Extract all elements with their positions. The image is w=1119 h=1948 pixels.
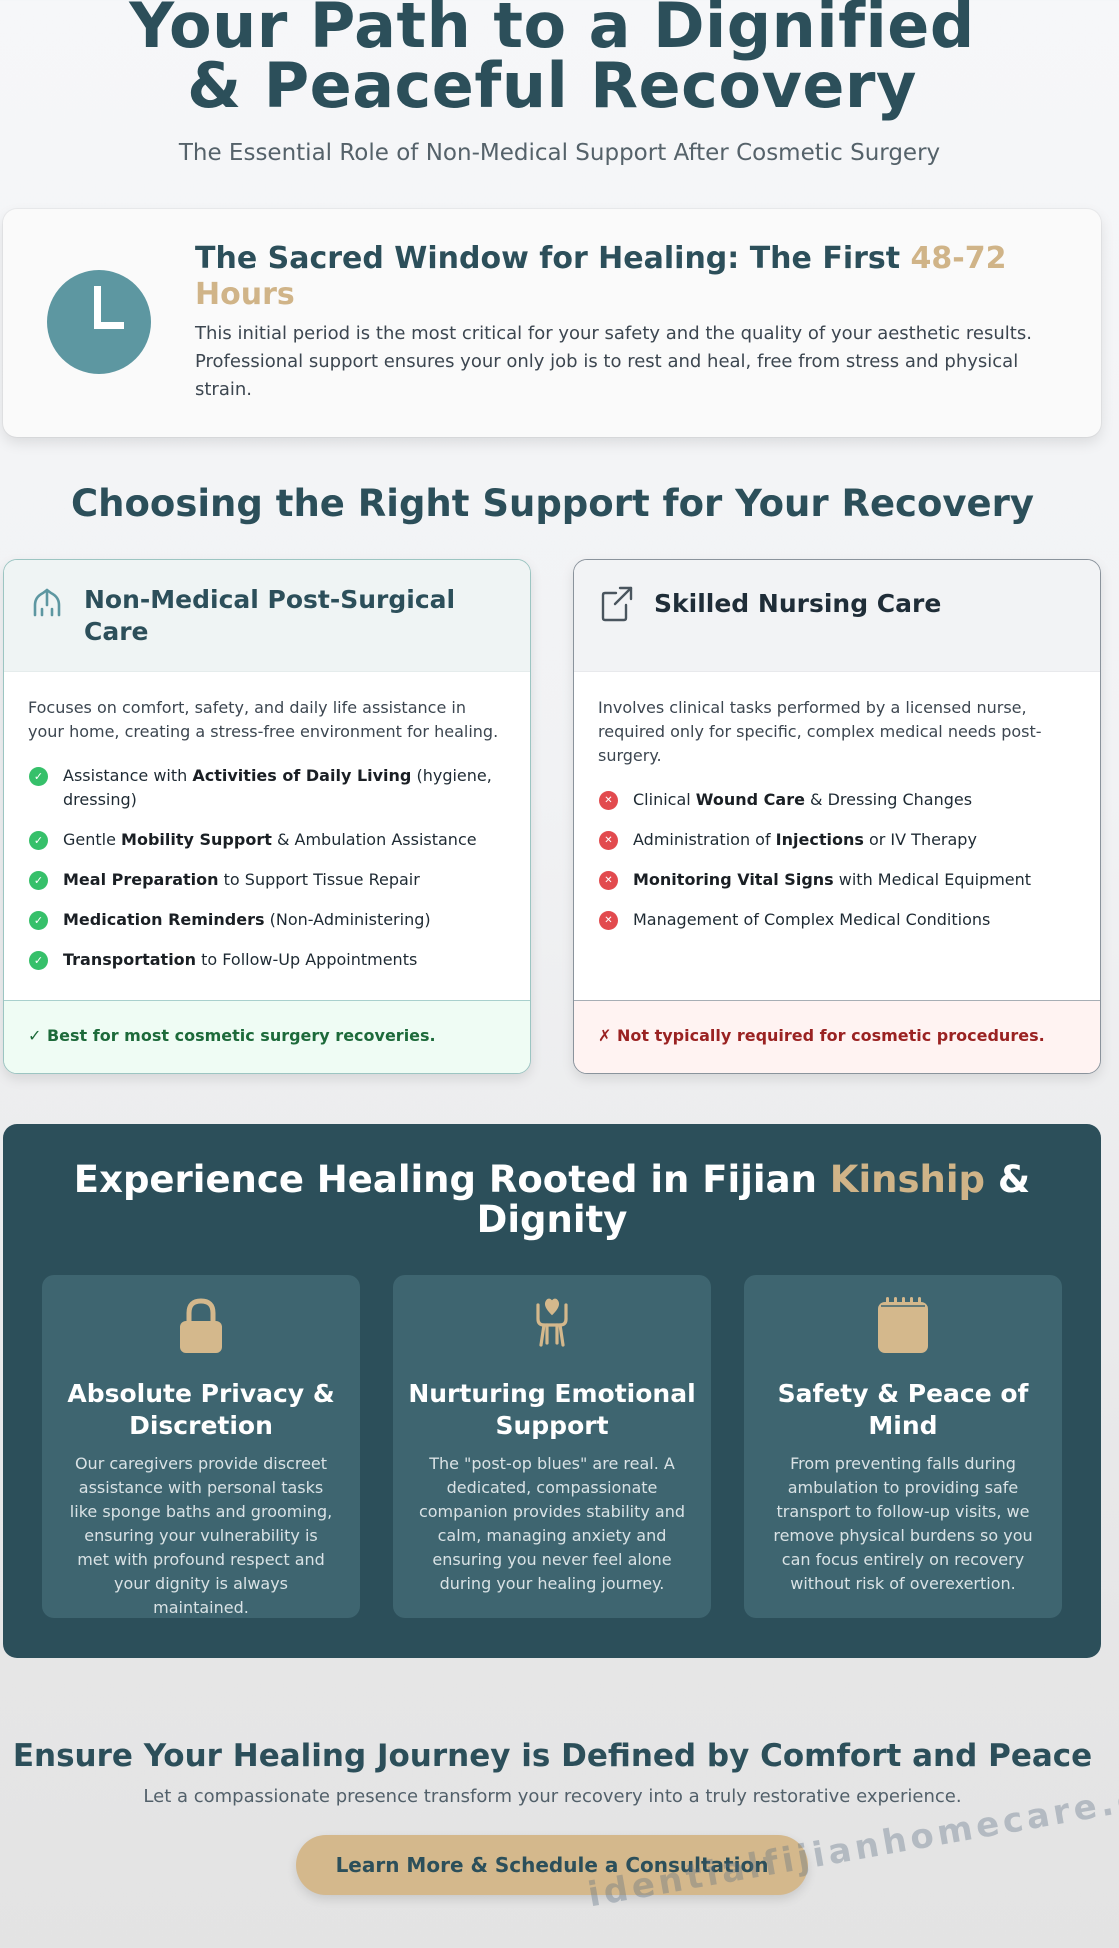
list-item: ✓ Meal Preparation to Support Tissue Repa… <box>28 868 506 892</box>
cross-icon: ✕ <box>599 831 618 850</box>
cross-icon: ✕ <box>599 871 618 890</box>
kinship-title-suffix: & Dignity <box>476 1158 1031 1241</box>
healing-window-highlight: 48-72 Hours <box>195 241 1007 312</box>
skilled-card-header: Skilled Nursing Care <box>574 560 1100 672</box>
list-item: ✕ Management of Complex Medical Condition… <box>598 908 1076 932</box>
list-item-emphasis: Wound Care <box>695 790 805 809</box>
emotional-card-title: Nurturing Emotional Support <box>408 1379 696 1440</box>
list-item-emphasis: Transportation <box>63 950 197 969</box>
heart-hands-icon <box>532 1297 572 1353</box>
list-item-text: (hygiene, dressing) <box>63 766 492 809</box>
non-medical-care-card: Non-Medical Post-Surgical Care Focuses o… <box>3 559 531 1074</box>
privacy-card-body: Our caregivers provide discreet assistan… <box>69 1454 333 1617</box>
cross-icon: ✕ <box>599 911 618 930</box>
clock-icon <box>47 270 151 374</box>
healing-window-title: The Sacred Window for Healing: The First… <box>195 241 1055 313</box>
list-item-text: & Ambulation Assistance <box>271 830 477 849</box>
hands-icon <box>30 585 64 623</box>
emotional-card-body: The "post-op blues" are real. A dedicate… <box>418 1454 686 1593</box>
non-medical-card-title: Non-Medical Post-Surgical Care <box>84 585 456 646</box>
healing-window-body: This initial period is the most critical… <box>195 323 1032 400</box>
check-icon: ✓ <box>29 911 48 930</box>
page-subtitle: The Essential Role of Non-Medical Suppor… <box>178 140 941 166</box>
list-item: ✓ Assistance with Activities of Daily Liv… <box>28 764 506 812</box>
notepad-icon <box>877 1297 929 1359</box>
cta-title: Ensure Your Healing Journey is Defined b… <box>12 1738 1093 1774</box>
external-link-icon <box>600 585 634 627</box>
list-item-text: with Medical Equipment <box>833 870 1032 889</box>
list-item: ✓ Medication Reminders (Non-Administering… <box>28 908 506 932</box>
privacy-card-title: Absolute Privacy & Discretion <box>67 1379 335 1440</box>
list-item-text: (Non-Administering) <box>264 910 431 929</box>
kinship-title: Experience Healing Rooted in Fijian Kins… <box>43 1160 1061 1240</box>
list-item-emphasis: Mobility Support <box>121 830 272 849</box>
check-icon: ✓ <box>29 951 48 970</box>
list-item-text: Administration of <box>633 830 776 849</box>
non-medical-card-footer: ✓ Best for most cosmetic surgery recover… <box>4 1000 530 1073</box>
check-icon: ✓ <box>29 767 48 786</box>
safety-card: Safety & Peace of Mind From preventing f… <box>744 1275 1062 1618</box>
list-item: ✕ Clinical Wound Care & Dressing Changes <box>598 788 1076 812</box>
skilled-items-list: ✕Clinical Wound Care & Dressing Changes✕… <box>598 788 1076 932</box>
list-item-text: Clinical <box>633 790 696 809</box>
kinship-highlight: Kinship <box>829 1158 986 1201</box>
list-item-text: Gentle <box>63 830 122 849</box>
check-icon: ✓ <box>29 871 48 890</box>
healing-window-card: The Sacred Window for Healing: The First… <box>3 209 1101 437</box>
skilled-card-intro: Involves clinical tasks performed by a l… <box>598 698 1042 765</box>
list-item-text: & Dressing Changes <box>804 790 973 809</box>
kinship-section: Experience Healing Rooted in Fijian Kins… <box>3 1124 1101 1658</box>
lock-icon <box>178 1297 224 1359</box>
list-item-text: Assistance with <box>63 766 193 785</box>
non-medical-card-intro: Focuses on comfort, safety, and daily li… <box>28 698 499 741</box>
list-item: ✓ Transportation to Follow-Up Appointment… <box>28 948 506 972</box>
skilled-card-footer: ✗ Not typically required for cosmetic pr… <box>574 1000 1100 1073</box>
cta-subtitle: Let a compassionate presence transform y… <box>143 1786 962 1807</box>
list-item-text: Management of Complex Medical Conditions <box>633 910 991 929</box>
safety-card-title: Safety & Peace of Mind <box>777 1379 1029 1440</box>
list-item: ✕ Administration of Injections or IV Ther… <box>598 828 1076 852</box>
emotional-support-card: Nurturing Emotional Support The "post-op… <box>393 1275 711 1618</box>
list-item-emphasis: Activities of Daily Living <box>192 766 412 785</box>
comparison-title: Choosing the Right Support for Your Reco… <box>71 482 1034 525</box>
cross-icon: ✕ <box>599 791 618 810</box>
list-item-emphasis: Monitoring Vital Signs <box>633 870 834 889</box>
safety-card-body: From preventing falls during ambulation … <box>773 1454 1033 1593</box>
kinship-title-text: Experience Healing Rooted in Fijian <box>73 1158 830 1201</box>
non-medical-items-list: ✓ Assistance with Activities of Daily Liv… <box>28 764 506 972</box>
privacy-card: Absolute Privacy & Discretion Our caregi… <box>42 1275 360 1618</box>
hero-section: Your Path to a Dignified & Peaceful Reco… <box>0 0 1119 166</box>
non-medical-card-header: Non-Medical Post-Surgical Care <box>4 560 530 672</box>
list-item: ✕ Monitoring Vital Signs with Medical Equ… <box>598 868 1076 892</box>
schedule-consultation-button[interactable]: Learn More & Schedule a Consultation <box>296 1835 808 1895</box>
page-title: Your Path to a Dignified & Peaceful Reco… <box>129 0 975 122</box>
skilled-card-title: Skilled Nursing Care <box>654 589 942 618</box>
check-icon: ✓ <box>29 831 48 850</box>
healing-window-title-text: The Sacred Window for Healing: The First <box>195 241 911 276</box>
list-item-emphasis: Medication Reminders <box>63 910 265 929</box>
list-item-emphasis: Injections <box>775 830 864 849</box>
list-item: ✓ Gentle Mobility Support & Ambulation As… <box>28 828 506 852</box>
skilled-nursing-card: Skilled Nursing Care Involves clinical t… <box>573 559 1101 1074</box>
list-item-text: or IV Therapy <box>863 830 977 849</box>
list-item-text: to Support Tissue Repair <box>218 870 420 889</box>
list-item-emphasis: Meal Preparation <box>63 870 219 889</box>
list-item-text: to Follow-Up Appointments <box>196 950 418 969</box>
